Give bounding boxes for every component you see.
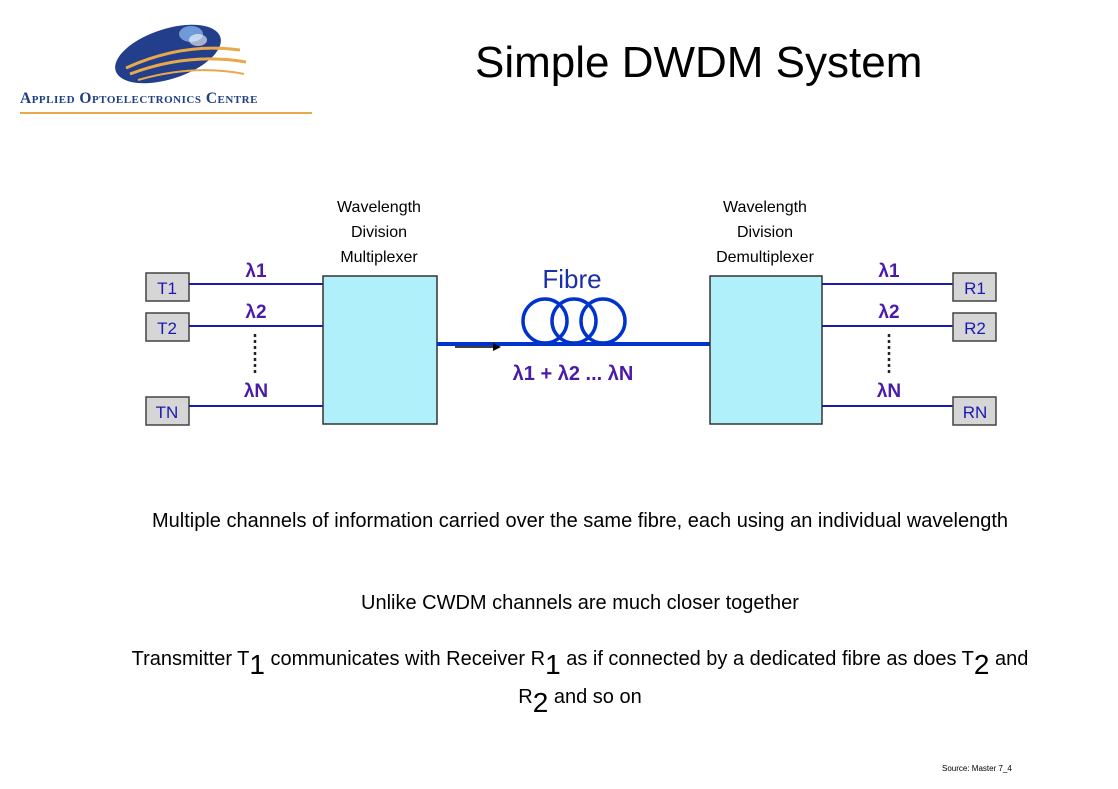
paragraph-cwdm-comparison: Unlike CWDM channels are much closer tog… <box>361 592 799 614</box>
mux-label-line3: Multiplexer <box>340 249 418 266</box>
p3-text-e: and so on <box>548 686 642 708</box>
input-lambda-1: λ1 <box>245 261 267 282</box>
receiver-rn <box>952 396 997 426</box>
paragraph-transmitter-receiver: Transmitter T1 communicates with Receive… <box>130 640 1030 718</box>
combined-signal-label: λ1 + λ2 ... λN <box>513 363 634 385</box>
p3-text-c: as if connected by a dedicated fibre as … <box>560 648 974 670</box>
transmitter-tn-label: TN <box>156 403 179 422</box>
demux-label-line3: Demultiplexer <box>716 249 814 266</box>
logo-text: Applied Optoelectronics Centre <box>20 90 258 107</box>
direction-arrow-head <box>493 343 501 351</box>
p3-text-a: Transmitter T <box>131 648 250 670</box>
transmitter-tn <box>145 396 190 426</box>
transmitter-t2 <box>145 312 190 342</box>
receiver-r2 <box>952 312 997 342</box>
transmitter-t1 <box>145 272 190 302</box>
output-lambda-1: λ1 <box>878 261 900 282</box>
p3-sub-t1: 1 <box>249 649 265 680</box>
p3-sub-t2: 2 <box>973 649 990 680</box>
output-lambda-n: λN <box>877 381 901 402</box>
logo-underline <box>20 112 312 114</box>
transmitter-t2-label: T2 <box>157 319 177 338</box>
transmitter-t1-label: T1 <box>157 279 177 298</box>
multiplexer-box <box>322 275 438 425</box>
fibre-coil-2 <box>550 297 598 345</box>
p3-text-d: and R <box>518 648 1029 708</box>
mux-label-line1: Wavelength <box>337 199 421 216</box>
page-title: Simple DWDM System <box>475 38 923 87</box>
p3-sub-r2: 2 <box>532 687 549 718</box>
input-lambda-2: λ2 <box>245 302 266 323</box>
receiver-r2-label: R2 <box>964 319 986 338</box>
paragraph-multiple-channels: Multiple channels of information carried… <box>151 510 1009 532</box>
mux-label-line2: Division <box>351 224 407 241</box>
demultiplexer-box <box>709 275 823 425</box>
fibre-coil-1 <box>521 297 569 345</box>
receiver-rn-label: RN <box>963 403 988 422</box>
demux-label-line1: Wavelength <box>723 199 807 216</box>
fibre-coil-3 <box>579 297 627 345</box>
input-lambda-n: λN <box>244 381 268 402</box>
logo: Applied Optoelectronics Centre <box>8 8 318 118</box>
p3-sub-r1: 1 <box>545 649 561 680</box>
output-lambda-2: λ2 <box>878 302 899 323</box>
receiver-r1-label: R1 <box>964 279 986 298</box>
source-note: Source: Master 7_4 <box>942 764 1012 773</box>
p3-text-b: communicates with Receiver R <box>264 648 546 670</box>
receiver-r1 <box>952 272 997 302</box>
logo-emblem <box>115 24 247 84</box>
dwdm-diagram: Wavelength Division Multiplexer Waveleng… <box>145 199 997 426</box>
demux-label-line2: Division <box>737 224 793 241</box>
fibre-label: Fibre <box>542 264 601 294</box>
